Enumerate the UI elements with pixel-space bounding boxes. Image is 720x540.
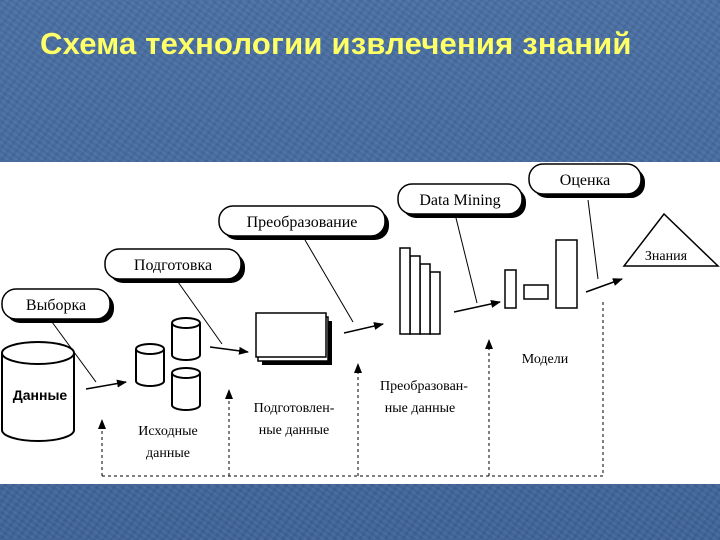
prepared-data-sheets: [255, 312, 332, 365]
data-mining-pointer: [455, 217, 478, 304]
transformation-pointer: [304, 239, 354, 323]
transformed-data-stack: [399, 247, 441, 335]
stage-selection: Выборка: [1, 288, 114, 323]
slide-title: Схема технологии извлечения знаний: [40, 26, 632, 61]
flow-arrow-1: [85, 379, 127, 390]
flow-arrow-5: [585, 278, 623, 293]
stage-evaluation-label: Оценка: [560, 172, 610, 189]
stage-data-mining-label: Data Mining: [419, 192, 500, 209]
feedback-loop: [98, 302, 604, 477]
stage-transformation: Преобразование: [218, 205, 389, 240]
transformed-data-caption-line1: Преобразован-: [380, 379, 468, 394]
model-shapes: [504, 239, 578, 309]
source-data-cylinders: [135, 317, 201, 411]
stage-evaluation: Оценка: [528, 163, 645, 198]
data-cylinder: Данные: [1, 341, 75, 442]
stage-selection-label: Выборка: [26, 297, 86, 314]
stage-transformation-label: Преобразование: [247, 214, 358, 231]
knowledge-triangle: Знания: [622, 212, 720, 267]
evaluation-pointer: [587, 199, 599, 280]
stage-preparation: Подготовка: [104, 248, 245, 283]
stage-preparation-label: Подготовка: [134, 257, 212, 274]
transformed-data-caption-line2: ные данные: [385, 401, 456, 416]
models-caption: Модели: [522, 352, 569, 367]
flow-arrow-3: [343, 322, 384, 334]
prepared-data-caption-line2: ные данные: [259, 423, 330, 438]
stage-data-mining: Data Mining: [397, 183, 526, 218]
preparation-pointer: [177, 281, 223, 345]
knowledge-label: Знания: [645, 249, 688, 264]
flow-arrow-2: [209, 346, 249, 355]
source-data-caption-line1: Исходные: [138, 424, 197, 439]
kdd-diagram: Выборка Подготовка Преобразование Data M…: [0, 162, 720, 484]
prepared-data-caption-line1: Подготовлен-: [254, 401, 335, 416]
data-label: Данные: [13, 387, 68, 403]
flow-arrow-4: [453, 300, 501, 313]
source-data-caption-line2: данные: [146, 446, 190, 461]
